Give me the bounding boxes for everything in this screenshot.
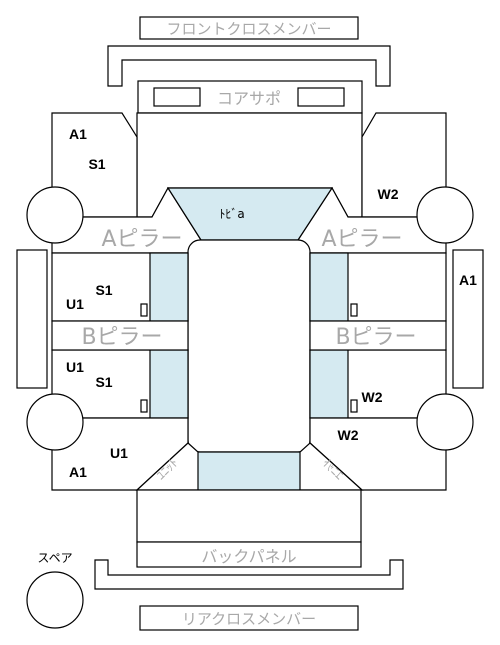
b-pillar-left[interactable]: Bピラー — [51, 320, 189, 351]
front-cross-member-label: フロントクロスメンバー — [166, 20, 331, 38]
marker-a1-right: A1 — [459, 272, 477, 288]
core-support-label: コアサポ — [217, 89, 281, 108]
right-front-window[interactable] — [309, 252, 349, 322]
right-side-sill[interactable] — [452, 249, 484, 389]
roof-panel[interactable] — [187, 239, 311, 453]
spare-label: スペア — [37, 551, 72, 565]
b-pillar-right[interactable]: Bピラー — [309, 320, 447, 351]
marker-a1-rear-left: A1 — [69, 464, 87, 480]
back-panel-label: バックパネル — [201, 547, 296, 566]
front-left-wheel[interactable] — [26, 186, 84, 244]
marker-s1-left-upper: S1 — [95, 282, 112, 298]
left-front-door-handle — [140, 303, 148, 317]
rear-cross-member-part[interactable]: リアクロスメンバー — [139, 605, 359, 631]
marker-w2-rear-right: W2 — [338, 427, 359, 443]
left-headlight-slot — [153, 87, 201, 107]
marker-w2-right-lower: W2 — [362, 389, 383, 405]
a-pillar-right-label: Aピラー — [321, 227, 402, 252]
b-pillar-left-label: Bピラー — [81, 325, 162, 350]
spare-tire[interactable]: スペア — [26, 551, 84, 629]
right-rear-door-handle — [350, 399, 358, 413]
rear-left-unit[interactable]: ﾕﾆｯﾄ — [135, 442, 199, 491]
trunk-lid[interactable] — [136, 489, 362, 543]
rear-glass[interactable] — [187, 451, 311, 491]
a-pillar-left-label: Aピラー — [101, 227, 182, 252]
marker-a1-front-left: A1 — [69, 126, 87, 142]
rear-left-wheel[interactable] — [26, 393, 84, 451]
roof-front-label: ﾄﾋﾞa — [219, 207, 244, 221]
rear-right-wheel[interactable] — [416, 393, 474, 451]
core-support-part[interactable]: コアサポ — [137, 80, 363, 114]
left-rear-window[interactable] — [149, 349, 189, 419]
marker-u1-rear-left: U1 — [110, 445, 128, 461]
back-panel-part[interactable]: バックパネル — [136, 541, 362, 568]
marker-u1-left-lower: U1 — [66, 359, 84, 375]
marker-s1-left-lower: S1 — [95, 374, 112, 390]
marker-w2-front-right: W2 — [378, 186, 399, 202]
left-side-sill[interactable] — [16, 249, 48, 389]
front-cross-member-part[interactable]: フロントクロスメンバー — [139, 16, 359, 40]
front-right-wheel[interactable] — [416, 186, 474, 244]
rear-bumper-outline[interactable] — [94, 559, 404, 590]
b-pillar-right-label: Bピラー — [335, 325, 416, 350]
right-rear-window[interactable] — [309, 349, 349, 419]
left-front-window[interactable] — [149, 252, 189, 322]
rear-cross-member-label: リアクロスメンバー — [182, 610, 316, 628]
left-rear-door-handle — [140, 399, 148, 413]
marker-s1-front-left: S1 — [88, 156, 105, 172]
front-bumper-outline[interactable] — [107, 45, 391, 87]
marker-u1-left-upper: U1 — [66, 296, 84, 312]
right-front-door-handle — [350, 303, 358, 317]
right-headlight-slot — [297, 87, 345, 107]
